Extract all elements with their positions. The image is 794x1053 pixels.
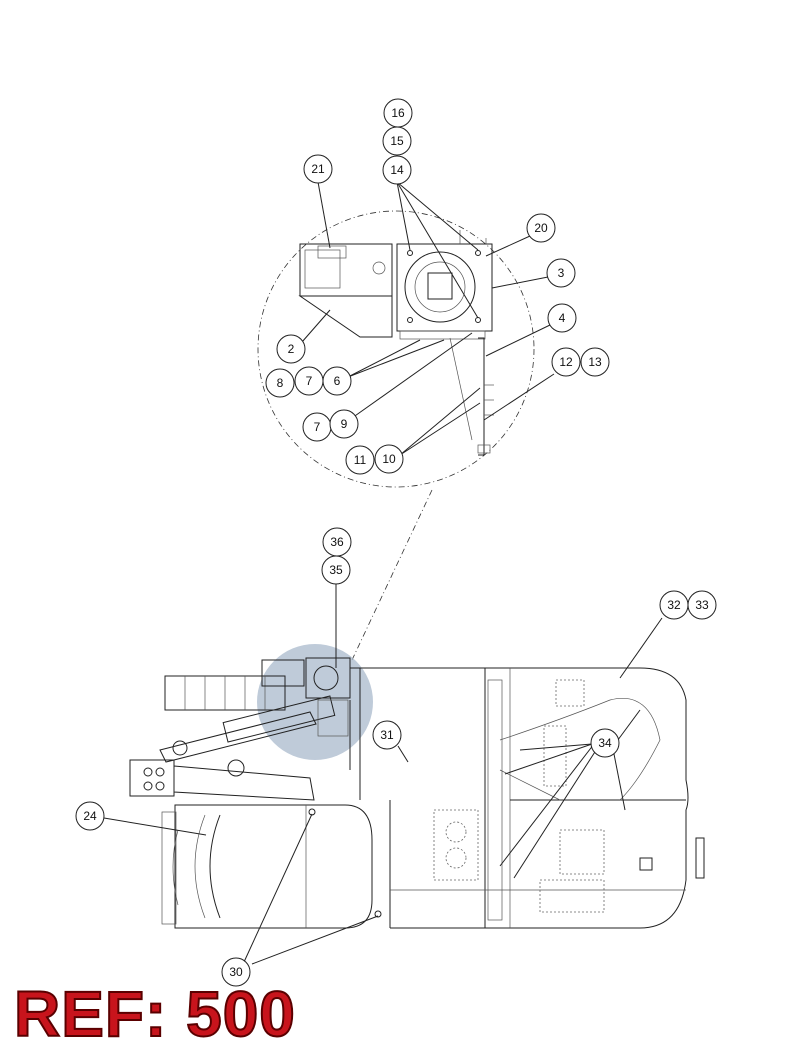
callout-24: 24 — [75, 801, 105, 831]
svg-text:33: 33 — [695, 598, 709, 612]
svg-text:6: 6 — [334, 374, 341, 388]
svg-text:15: 15 — [390, 134, 404, 148]
svg-text:31: 31 — [380, 728, 394, 742]
callout-11: 11 — [345, 445, 375, 475]
svg-text:2: 2 — [288, 342, 295, 356]
svg-text:9: 9 — [341, 417, 348, 431]
callout-30: 30 — [221, 957, 251, 987]
svg-text:14: 14 — [390, 163, 404, 177]
svg-text:24: 24 — [83, 809, 97, 823]
highlight-region — [257, 644, 373, 760]
callout-7-b: 7 — [302, 412, 332, 442]
svg-text:7: 7 — [314, 420, 321, 434]
callout-34: 34 — [590, 728, 620, 758]
svg-text:36: 36 — [330, 535, 344, 549]
callout-15: 15 — [382, 126, 412, 156]
ref-label: REF: 500 — [13, 978, 296, 1050]
callout-2: 2 — [276, 334, 306, 364]
callout-8: 8 — [265, 368, 295, 398]
detail-view — [257, 210, 535, 661]
callout-16: 16 — [383, 98, 413, 128]
svg-text:35: 35 — [329, 563, 343, 577]
svg-text:34: 34 — [598, 736, 612, 750]
callout-7-a: 7 — [294, 366, 324, 396]
svg-text:20: 20 — [534, 221, 548, 235]
svg-text:13: 13 — [588, 355, 602, 369]
detail-leader-dash — [351, 489, 433, 661]
callout-13: 13 — [580, 347, 610, 377]
callout-6: 6 — [322, 366, 352, 396]
callout-14: 14 — [382, 155, 412, 185]
svg-text:3: 3 — [558, 266, 565, 280]
callout-32: 32 — [659, 590, 689, 620]
callout-21: 21 — [303, 154, 333, 184]
detail-circle — [257, 210, 535, 488]
svg-text:4: 4 — [559, 311, 566, 325]
svg-text:8: 8 — [277, 376, 284, 390]
callout-35: 35 — [321, 555, 351, 585]
callout-10: 10 — [374, 444, 404, 474]
svg-text:16: 16 — [391, 106, 405, 120]
callout-31: 31 — [372, 720, 402, 750]
svg-text:30: 30 — [229, 965, 243, 979]
callout-9: 9 — [329, 409, 359, 439]
svg-text:32: 32 — [667, 598, 681, 612]
callout-36: 36 — [322, 527, 352, 557]
leader-lines — [103, 181, 663, 965]
callout-20: 20 — [526, 213, 556, 243]
callout-33: 33 — [687, 590, 717, 620]
svg-text:10: 10 — [382, 452, 396, 466]
callout-12: 12 — [551, 347, 581, 377]
svg-text:11: 11 — [354, 453, 367, 467]
callout-4: 4 — [547, 303, 577, 333]
callout-3: 3 — [546, 258, 576, 288]
svg-text:21: 21 — [311, 162, 325, 176]
svg-text:12: 12 — [559, 355, 573, 369]
svg-text:7: 7 — [306, 374, 313, 388]
machine-view — [129, 644, 705, 929]
